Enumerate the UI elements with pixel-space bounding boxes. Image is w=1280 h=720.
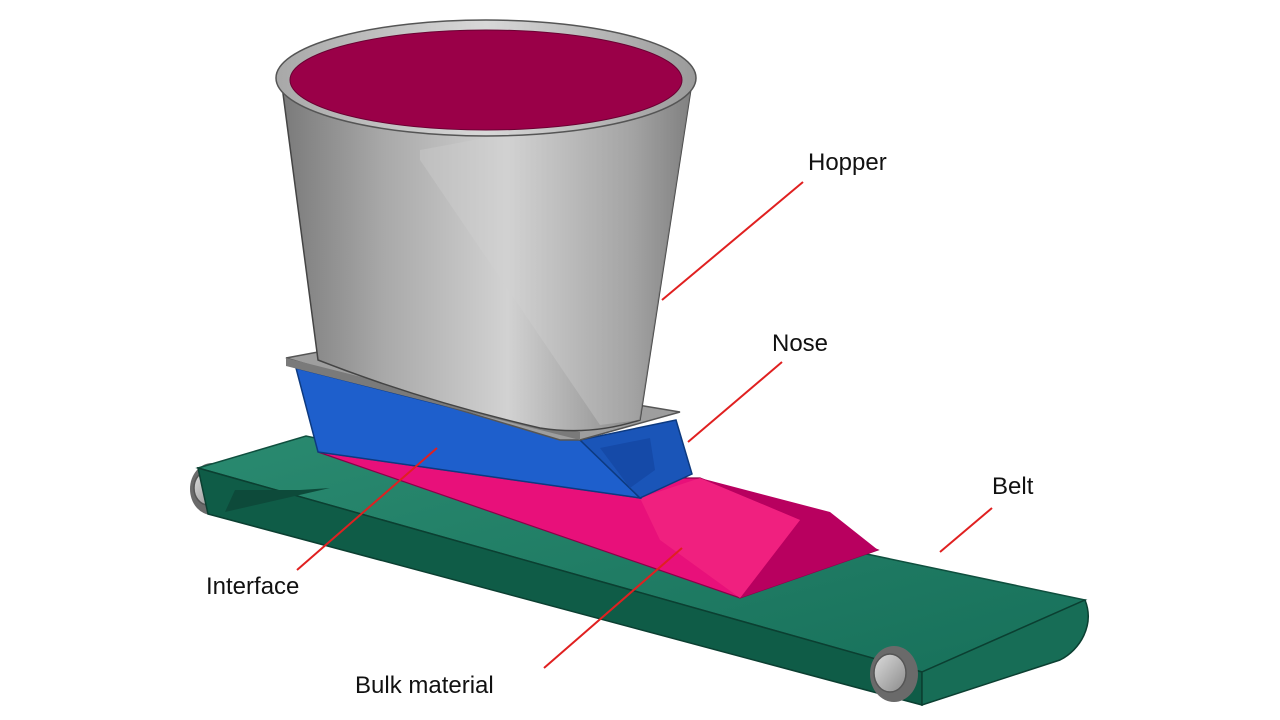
bulk-material [317, 451, 880, 599]
nose-label: Nose [772, 330, 829, 357]
leader-lines [296, 181, 993, 669]
interface-leader-line [296, 447, 438, 571]
hopper-leader-line [661, 181, 804, 301]
hopper-label: Hopper [808, 149, 887, 176]
interface [294, 366, 693, 500]
belt-roller-near [870, 646, 918, 702]
hopper [275, 19, 697, 432]
bulk-material-label: Bulk material [355, 672, 494, 699]
interface-label: Interface [206, 573, 300, 600]
nose-leader-line [687, 361, 783, 443]
belt-label: Belt [992, 473, 1034, 500]
belt-leader-line [939, 507, 993, 553]
hopper-opening [289, 29, 683, 131]
bulk-material-ridge-side [700, 478, 878, 598]
bulk-material-leader-line [543, 547, 683, 669]
